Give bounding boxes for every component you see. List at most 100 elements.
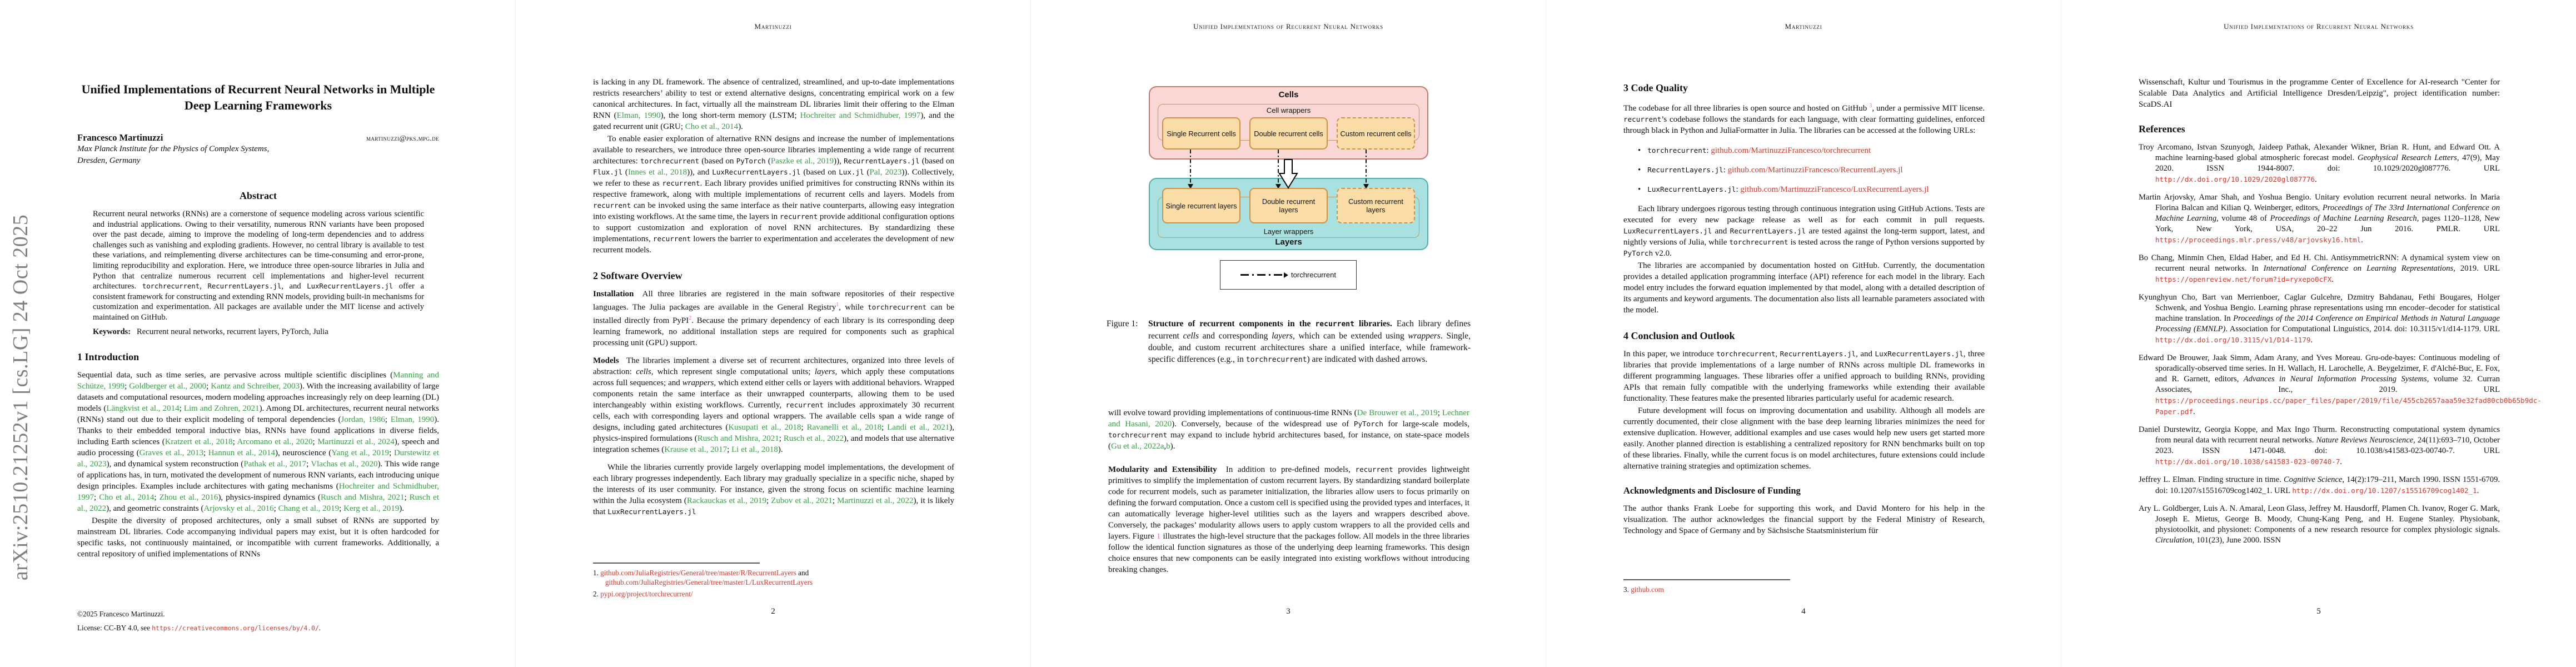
figure-1: Cells Cell wrappers Single Recurrent cel… [1149, 86, 1428, 378]
p4-paragraph-5: Future development will focus on improvi… [1623, 406, 1985, 471]
footnote-link[interactable]: github.com/JuliaRegistries/General/tree/… [600, 569, 796, 577]
reference-item: Edward De Brouwer, Jaak Simm, Adam Arany… [2139, 354, 2542, 416]
figure-caption-label: Figure 1: [1107, 319, 1138, 328]
author-name: Francesco Martinuzzi [77, 132, 163, 143]
reference-item: Jeffrey L. Elman. Finding structure in t… [2139, 475, 2500, 495]
footnote-link[interactable]: github.com/JuliaRegistries/General/tree/… [605, 578, 813, 586]
reference-item: Bo Chang, Minmin Chen, Eldad Haber, and … [2139, 253, 2500, 284]
page-5: Unified Implementations of Recurrent Neu… [2061, 0, 2576, 667]
intro-paragraph-2: Despite the diversity of proposed archit… [77, 516, 439, 559]
reference-link[interactable]: https://openreview.net/forum?id=ryxepo0c… [2155, 275, 2332, 283]
p2-paragraph-1: is lacking in any DL framework. The abse… [593, 78, 954, 131]
page-number: 2 [771, 607, 775, 616]
cells-group-box: Cells Cell wrappers Single Recurrent cel… [1149, 86, 1428, 160]
installation-paragraph: Installation All three libraries are reg… [593, 290, 955, 347]
references-heading: References [2139, 123, 2185, 135]
cell-wrappers-label: Cell wrappers [1266, 106, 1311, 115]
layers-group-box: Single recurrent layers Double recurrent… [1149, 178, 1428, 250]
reference-link[interactable]: http://dx.doi.org/10.1038/s41583-023-007… [2155, 457, 2340, 466]
page-1: arXiv:2510.21252v1 [cs.LG] 24 Oct 2025 U… [0, 0, 515, 667]
keywords-line: Keywords: Recurrent neural networks, rec… [93, 327, 328, 336]
running-head-author: Martinuzzi [1785, 22, 1822, 31]
page-2: Martinuzzi is lacking in any DL framewor… [515, 0, 1030, 667]
figure-caption: Figure 1: Structure of recurrent compone… [1107, 318, 1471, 366]
repo-link[interactable]: github.com/MartinuzziFrancesco/LuxRecurr… [1740, 185, 1929, 194]
footnote-link[interactable]: github.com [1631, 585, 1664, 594]
p4-paragraph-2: Each library undergoes rigorous testing … [1623, 205, 1985, 258]
section-1-heading: 1 Introduction [77, 351, 139, 363]
page-number: 5 [2316, 607, 2321, 616]
page-number: 3 [1286, 607, 1291, 616]
acknowledgments-paragraph: The author thanks Frank Loebe for suppor… [1623, 504, 1985, 535]
footnote-2: 2. pypi.org/project/torchrecurrent/ [593, 590, 693, 598]
legend-torchrecurrent-label: torchrecurrent [1291, 271, 1336, 279]
paper-title: Unified Implementations of Recurrent Neu… [81, 82, 435, 112]
double-recurrent-cells-box: Double recurrent cells [1249, 117, 1328, 150]
footnote-link[interactable]: pypi.org/project/torchrecurrent/ [600, 590, 693, 598]
figure-legend-box: torchrecurrent [1220, 260, 1357, 290]
section-3-heading: 3 Code Quality [1623, 82, 1688, 93]
repo-link[interactable]: github.com/MartinuzziFrancesco/Recurrent… [1727, 166, 1903, 175]
abstract-text: Recurrent neural networks (RNNs) are a c… [93, 210, 424, 322]
dashed-arrow-right [1366, 150, 1367, 184]
author-email[interactable]: martinuzzi@pks.mpg.de [366, 134, 439, 142]
reference-link[interactable]: http://dx.doi.org/10.3115/v1/D14-1179 [2155, 336, 2311, 344]
reference-item: Martin Arjovsky, Amar Shah, and Yoshua B… [2139, 193, 2500, 245]
intro-paragraph-1: Sequential data, such as time series, ar… [77, 371, 440, 514]
cells-label: Cells [1278, 90, 1299, 99]
models-paragraph: Models The libraries implement a diverse… [593, 356, 954, 454]
page-4: Martinuzzi 3 Code Quality The codebase f… [1546, 0, 2061, 667]
reference-link[interactable]: http://dx.doi.org/10.1207/s15516709cog14… [2292, 486, 2477, 495]
license-link[interactable]: https://creativecommons.org/licenses/by/… [152, 624, 319, 632]
running-head-title: Unified Implementations of Recurrent Neu… [1193, 22, 1383, 31]
footnote-1: 1. github.com/JuliaRegistries/General/tr… [593, 569, 813, 586]
copyright-line: ©2025 Francesco Martinuzzi. [77, 610, 165, 618]
single-recurrent-layers-box: Single recurrent layers [1162, 188, 1240, 223]
footnote-rule [593, 563, 760, 564]
reference-item: Troy Arcomano, Istvan Szunyogh, Jaideep … [2139, 143, 2500, 184]
figure-caption-text: Structure of recurrent components in the… [1148, 319, 1471, 364]
repo-link[interactable]: github.com/MartinuzziFrancesco/torchrecu… [1711, 146, 1871, 155]
modularity-paragraph: Modularity and Extensibility In addition… [1108, 465, 1470, 574]
p5-paragraph-1: Wissenschaft, Kultur und Tourismus in th… [2139, 78, 2500, 109]
double-recurrent-layers-box: Double recurrent layers [1249, 188, 1328, 223]
layer-wrappers-label: Layer wrappers [1263, 227, 1314, 236]
block-arrow-icon [1278, 159, 1298, 192]
abstract-heading: Abstract [240, 190, 277, 201]
layers-label: Layers [1275, 237, 1302, 247]
reference-link[interactable]: https://proceedings.mlr.press/v48/arjovs… [2155, 236, 2361, 244]
reference-link[interactable]: https://proceedings.neurips.cc/paper_fil… [2155, 396, 2542, 416]
custom-recurrent-layers-box: Custom recurrent layers [1337, 188, 1415, 223]
reference-item: Kyunghyun Cho, Bart van Merrienboer, Cag… [2139, 293, 2500, 345]
list-item: LuxRecurrentLayers.jl: github.com/Martin… [1638, 184, 1985, 195]
dashed-arrow-middle [1278, 150, 1279, 184]
single-recurrent-cells-box: Single Recurrent cells [1162, 117, 1240, 150]
reference-item: Daniel Durstewitz, Georgia Koppe, and Ma… [2139, 425, 2500, 466]
acknowledgments-heading: Acknowledgments and Disclosure of Fundin… [1623, 485, 1801, 496]
page-number: 4 [1801, 607, 1806, 616]
list-item: torchrecurrent: github.com/MartinuzziFra… [1638, 145, 1985, 156]
footnote-3: 3. github.com [1623, 585, 1664, 594]
footnote-rule [1623, 579, 1790, 580]
repo-url-list: torchrecurrent: github.com/MartinuzziFra… [1638, 145, 1985, 195]
section-4-heading: 4 Conclusion and Outlook [1623, 330, 1735, 341]
running-head-author: Martinuzzi [754, 22, 792, 31]
p4-paragraph-4: In this paper, we introduce torchrecurre… [1623, 350, 1985, 403]
running-head-title: Unified Implementations of Recurrent Neu… [2224, 22, 2414, 31]
p2-paragraph-3: While the libraries currently provide la… [593, 463, 955, 516]
affiliation-line-1: Max Planck Institute for the Physics of … [77, 145, 270, 153]
p4-paragraph-1: The codebase for all three libraries is … [1623, 103, 1985, 135]
custom-recurrent-cells-box: Custom recurrent cells [1337, 117, 1415, 150]
p4-paragraph-3: The libraries are accompanied by documen… [1623, 261, 1985, 315]
license-line: License: CC-BY 4.0, see https://creative… [77, 624, 321, 632]
reference-link[interactable]: http://dx.doi.org/10.1029/2020gl087776 [2155, 175, 2315, 183]
section-2-heading: 2 Software Overview [593, 270, 682, 281]
p3-paragraph-1: will evolve toward providing implementat… [1108, 409, 1469, 451]
dash-dot-arrow-icon [1240, 274, 1284, 276]
page-3: Unified Implementations of Recurrent Neu… [1030, 0, 1546, 667]
reference-item: Ary L. Goldberger, Luis A. N. Amaral, Le… [2139, 504, 2500, 545]
dashed-arrow-left [1190, 150, 1192, 184]
list-item: RecurrentLayers.jl: github.com/Martinuzz… [1638, 165, 1985, 176]
affiliation-line-2: Dresden, Germany [77, 156, 141, 165]
